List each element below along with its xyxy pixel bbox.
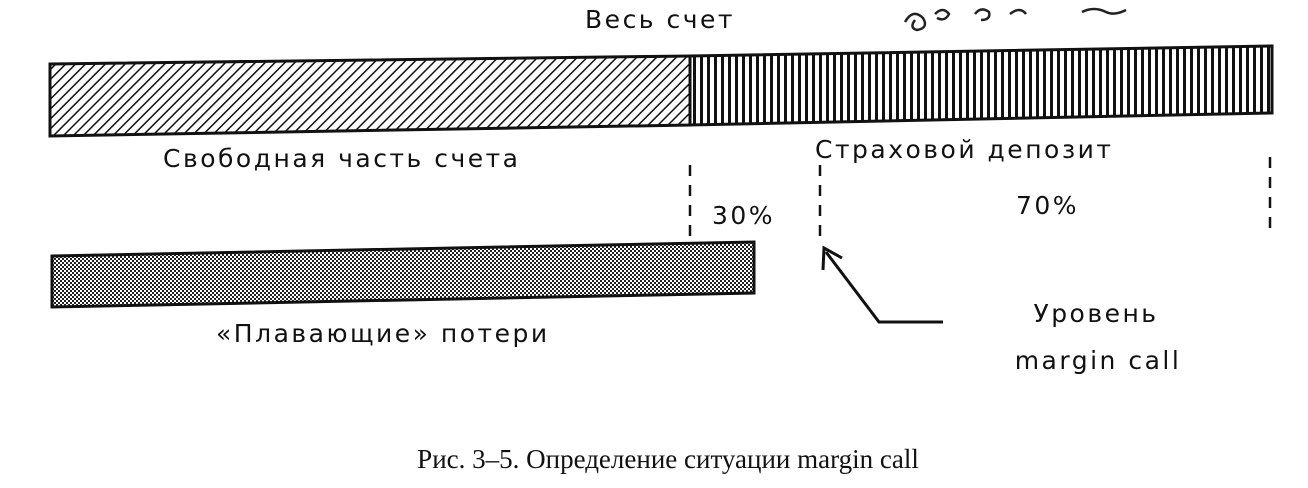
margin-call-label-line2: margin call — [1015, 346, 1182, 375]
handwritten-scribble — [903, 7, 1127, 32]
total-account-label: Весь счет — [585, 5, 735, 34]
margin-call-arrow — [821, 245, 943, 324]
free-part-percent: 30% — [712, 201, 775, 230]
margin-call-label-line1: Уровень — [1033, 299, 1158, 328]
margin-deposit-segment — [688, 44, 1274, 127]
free-part-label: Свободная часть счета — [163, 144, 521, 173]
free-part-segment — [48, 54, 692, 138]
floating-losses-bar — [50, 240, 756, 309]
margin-deposit-percent: 70% — [1016, 191, 1079, 220]
margin-deposit-label: Страховой депозит — [815, 135, 1113, 164]
figure-caption: Рис. 3–5. Определение ситуации margin ca… — [417, 444, 919, 474]
floating-losses-label: «Плавающие» потери — [216, 319, 550, 348]
